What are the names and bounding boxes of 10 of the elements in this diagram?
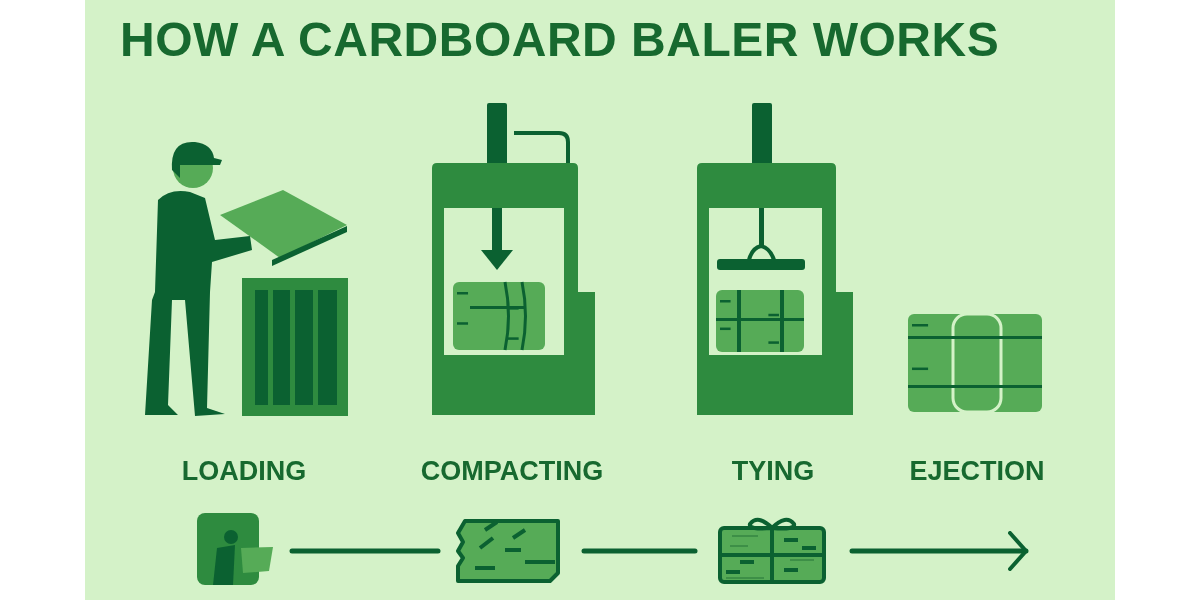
- arrow: [849, 531, 1029, 571]
- connector-line: [289, 548, 441, 554]
- step-icon: [455, 518, 561, 584]
- step-label: LOADING: [181, 456, 307, 487]
- connector-line: [581, 548, 698, 554]
- title: HOW A CARDBOARD BALER WORKS: [120, 12, 1000, 67]
- step-label: EJECTION: [909, 456, 1045, 487]
- step-label: TYING: [731, 456, 815, 487]
- step-icon: [197, 513, 275, 585]
- step-label: COMPACTING: [420, 456, 604, 487]
